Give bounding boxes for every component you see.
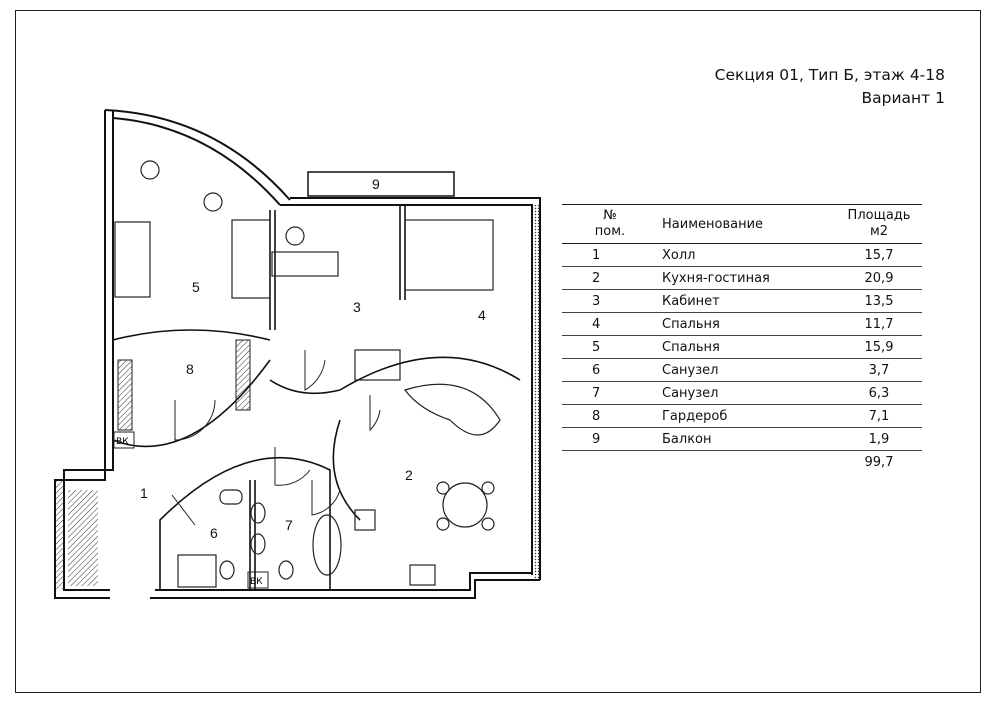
- wardrobe-shelves-right: [235, 339, 251, 411]
- table-total-row: 99,7: [562, 451, 922, 474]
- room-label-3: 3: [353, 299, 361, 315]
- room-label-2: 2: [405, 467, 413, 483]
- header-num: № пом.: [562, 204, 658, 244]
- page-frame: [15, 10, 981, 693]
- room-labels: 1 2 3 4 5 6 7 8 9: [140, 176, 486, 541]
- room-label-6: 6: [210, 525, 218, 541]
- shaft-2: [247, 571, 269, 589]
- header-area: Площадь м2: [836, 204, 922, 244]
- room-label-8: 8: [186, 361, 194, 377]
- balcony-hatch: [68, 490, 98, 586]
- interior-walls: [112, 205, 521, 590]
- room-label-7: 7: [285, 517, 293, 533]
- floor-plan: ВК ВК 1 2 3 4 5 6 7 8 9: [54, 109, 541, 599]
- shaft-label-2: ВК: [250, 577, 263, 587]
- room-label-4: 4: [478, 307, 486, 323]
- doors: [171, 350, 381, 526]
- shaft-1: [113, 431, 135, 449]
- plan-title: Секция 01, Тип Б, этаж 4-18 Вариант 1: [715, 64, 945, 110]
- wardrobe-shelves-left: [117, 359, 133, 431]
- table-header: № пом. Наименование Площадь м2: [562, 204, 922, 244]
- room-label-9: 9: [372, 176, 380, 192]
- shaft-label-1: ВК: [116, 437, 129, 447]
- room-label-1: 1: [140, 485, 148, 501]
- title-line-1: Секция 01, Тип Б, этаж 4-18: [714, 66, 945, 84]
- total-area: 99,7: [864, 454, 894, 470]
- header-name: Наименование: [658, 204, 836, 244]
- title-line-2: Вариант 1: [861, 89, 946, 107]
- balcony: [307, 171, 455, 197]
- room-label-5: 5: [192, 279, 200, 295]
- furniture: [114, 160, 501, 588]
- exterior-walls: [54, 109, 541, 599]
